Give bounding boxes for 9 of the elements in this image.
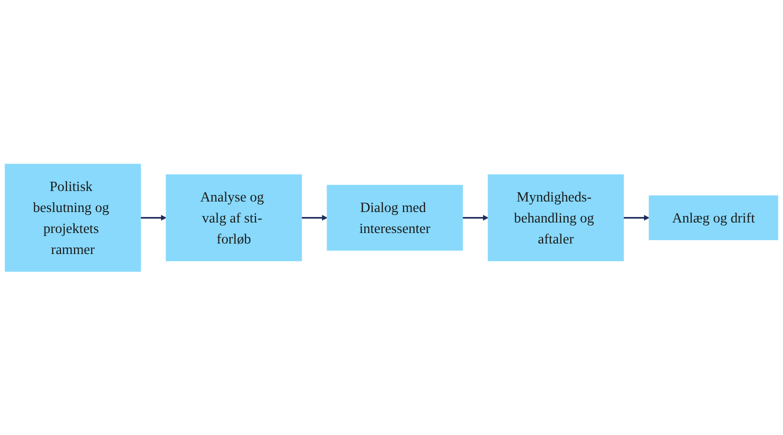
arrow xyxy=(302,214,328,220)
arrow xyxy=(462,214,488,220)
node-box: Anlæg og drift xyxy=(648,195,778,240)
node-box: Politisk beslutning og projektets rammer xyxy=(4,164,141,272)
node-box: Dialog med interessenter xyxy=(326,184,463,250)
arrow xyxy=(624,214,650,220)
node-box: Myndigheds- behandling og aftaler xyxy=(488,174,624,261)
node-box: Analyse og valg af sti- forløb xyxy=(166,174,302,261)
arrow xyxy=(140,214,166,220)
